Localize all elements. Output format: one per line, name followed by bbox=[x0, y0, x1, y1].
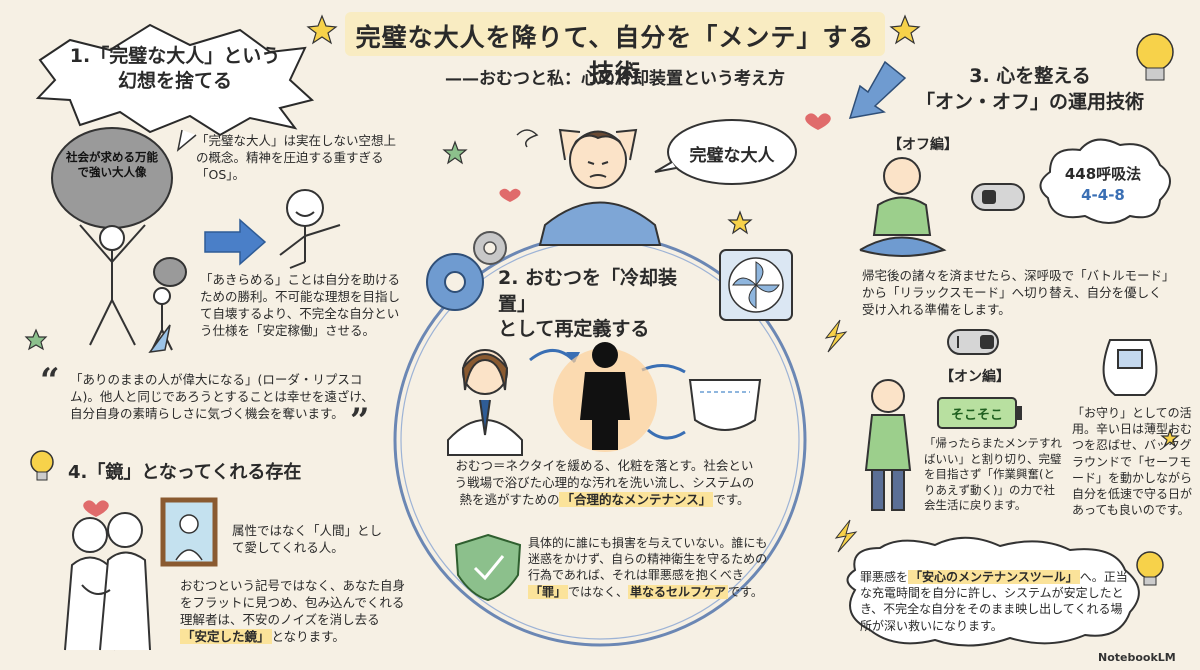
section1-para1: 「完璧な大人」は実在しない空想上の概念。精神を圧迫する重すぎる「OS」。 bbox=[196, 133, 397, 182]
heart-icon-2 bbox=[805, 113, 831, 130]
section4-para2-b: となります。 bbox=[271, 628, 345, 644]
page-subtitle: ——おむつと私：心の冷却装置という考え方 bbox=[445, 69, 785, 89]
section2-title-line2: として再定義する bbox=[498, 318, 650, 341]
section2-para1-a: おむつ＝ネクタイを緩める、化粧を落とす。社会という戦場で浴びた心理的な汚れを洗い… bbox=[454, 458, 755, 507]
summary-a: 罪悪感を bbox=[860, 570, 909, 584]
section2-title: 2. おむつを「冷却装置」 として再定義する bbox=[498, 266, 698, 343]
section2-para2-b: ではなく、 bbox=[568, 584, 629, 599]
lightning-icon-2 bbox=[834, 519, 858, 553]
section4-para2: おむつという記号ではなく、あなた自身をフラットに見つめ、包み込んでくれる理解者は… bbox=[180, 578, 405, 646]
stressed-person bbox=[538, 128, 662, 246]
section1-title: 1.「完璧な大人」という 幻想を捨てる bbox=[60, 44, 290, 93]
burdened-person bbox=[79, 224, 146, 346]
breath-method-count: 4-4-8 bbox=[1081, 186, 1125, 204]
shield-icon bbox=[454, 533, 522, 602]
section4-para1: 属性ではなく「人間」として愛してくれる人。 bbox=[232, 523, 383, 555]
breath-method-title: 448呼吸法 bbox=[1064, 165, 1142, 183]
summary-b: へ。正当な充電時間を自分に許し、システムが安定したとき、不完全な自分をそのまま映… bbox=[860, 570, 1128, 633]
arrow-right-icon bbox=[204, 218, 267, 266]
section1-title-line2: 幻想を捨てる bbox=[117, 69, 232, 92]
section2-para1-b: です。 bbox=[713, 491, 750, 507]
thought-tail bbox=[654, 161, 677, 173]
stress-swirl-icon bbox=[516, 129, 539, 148]
omamori-text: 「お守り」としての活用。辛い日は薄型おむつを忍ばせ、バックグラウンドで「セーフモ… bbox=[1072, 406, 1193, 518]
section3-title-line1: 3. 心を整える bbox=[969, 65, 1091, 87]
diaper-icon bbox=[688, 379, 762, 431]
section2-para2-c: です。 bbox=[728, 584, 763, 599]
hugging-people bbox=[64, 512, 151, 651]
close-quote-icon: ” bbox=[350, 401, 370, 441]
on-mode-text: 「帰ったらまたメンテすればいい」と割り切り、完璧を目指さず「作業興奮(とりあえず… bbox=[924, 436, 1062, 513]
thought-text: 完璧な大人 bbox=[689, 146, 775, 166]
section1-para2: 「あきらめる」ことは自分を助けるための勝利。不可能な理想を目指して自壊するより、… bbox=[200, 272, 401, 338]
meditating-person bbox=[859, 157, 947, 257]
lightning-icon bbox=[824, 319, 848, 353]
standing-person bbox=[864, 379, 912, 511]
section2-para1-highlight: 「合理的なメンテナンス」 bbox=[559, 491, 714, 507]
section4-highlight: 「安定した鏡」 bbox=[180, 628, 272, 644]
pen-icon bbox=[148, 324, 171, 353]
arrow-icon bbox=[529, 349, 577, 364]
fan-icon bbox=[719, 249, 793, 321]
section3-title: 3. 心を整える 「オン・オフ」の運用技術 bbox=[890, 64, 1170, 115]
lightbulb-icon-top bbox=[1136, 33, 1174, 81]
shout-bubble bbox=[35, 23, 315, 137]
section2-para2-a: 具体的に誰にも損害を与えていない。誰にも迷惑をかけず、自らの精神衛生を守るための… bbox=[528, 536, 768, 583]
summary-cloud bbox=[846, 536, 1140, 647]
gear-icon bbox=[426, 231, 507, 311]
arrow-icon-2 bbox=[641, 364, 686, 374]
star-icon bbox=[24, 14, 1180, 448]
thought-bubble bbox=[667, 119, 797, 185]
on-mode-label: 【オン編】 bbox=[940, 369, 1010, 385]
section4-para2-a: おむつという記号ではなく、あなた自身をフラットに見つめ、包み込んでくれる理解者は… bbox=[180, 578, 406, 627]
summary-highlight: 「安心のメンテナンスツール」 bbox=[908, 570, 1080, 584]
section2-para2: 具体的に誰にも損害を与えていない。誰にも迷惑をかけず、自らの精神衛生を守るための… bbox=[528, 535, 768, 600]
title-banner bbox=[345, 12, 885, 56]
section2-para2-highlight2: 単なるセルフケア bbox=[628, 584, 729, 599]
boulder-label: 社会が求める万能で強い大人像 bbox=[66, 150, 158, 179]
section1-title-line1: 1.「完璧な大人」という bbox=[69, 45, 281, 67]
omamori-bag-icon bbox=[1102, 339, 1158, 396]
summary-text: 罪悪感を「安心のメンテナンスツール」へ。正当な充電時間を自分に許し、システムが安… bbox=[860, 569, 1130, 634]
page-title: 完璧な大人を降りて、自分を「メンテ」する技術 bbox=[355, 23, 875, 88]
battery-label: そこそこ bbox=[950, 408, 1003, 423]
arrowhead-icon bbox=[566, 352, 580, 362]
lightbulb-icon-bottom bbox=[1136, 551, 1164, 586]
office-worker bbox=[447, 349, 523, 456]
off-mode-text: 帰宅後の諸々を済ませたら、深呼吸で「バトルモード」から「リラックスモード」へ切り… bbox=[862, 268, 1169, 317]
section2-para2-highlight1: 「罪」 bbox=[528, 584, 569, 599]
toggle-off-icon bbox=[971, 183, 1025, 211]
silhouette-person bbox=[580, 342, 630, 450]
small-person bbox=[151, 257, 187, 351]
arrow-down-left-icon bbox=[848, 60, 907, 119]
open-quote-icon: “ bbox=[40, 361, 60, 401]
heart-icon bbox=[83, 500, 109, 517]
heart-icon-3 bbox=[499, 188, 521, 202]
lightbulb-icon bbox=[30, 450, 54, 481]
breath-cloud bbox=[1039, 138, 1171, 224]
battery-icon bbox=[937, 397, 1022, 429]
section2-title-line1: 2. おむつを「冷却装置」 bbox=[498, 267, 678, 315]
section4-title: 4.「鏡」となってくれる存在 bbox=[68, 462, 302, 483]
relieved-person bbox=[279, 189, 341, 269]
section2-para1: おむつ＝ネクタイを緩める、化粧を落とす。社会という戦場で浴びた心理的な汚れを洗い… bbox=[452, 458, 757, 509]
arrow-icon-3 bbox=[647, 428, 686, 440]
mirror-icon bbox=[160, 497, 218, 567]
toggle-on-icon bbox=[947, 329, 999, 355]
notebooklm-logo: NotebookLM bbox=[1098, 651, 1176, 664]
off-mode-label: 【オフ編】 bbox=[888, 137, 958, 153]
section3-title-line2: 「オン・オフ」の運用技術 bbox=[915, 90, 1144, 113]
speech-tail bbox=[176, 129, 197, 152]
section1-quote: 「ありのままの人が偉大になる」(ローダ・リプスコム)。他人と同じであろうとするこ… bbox=[70, 372, 374, 421]
